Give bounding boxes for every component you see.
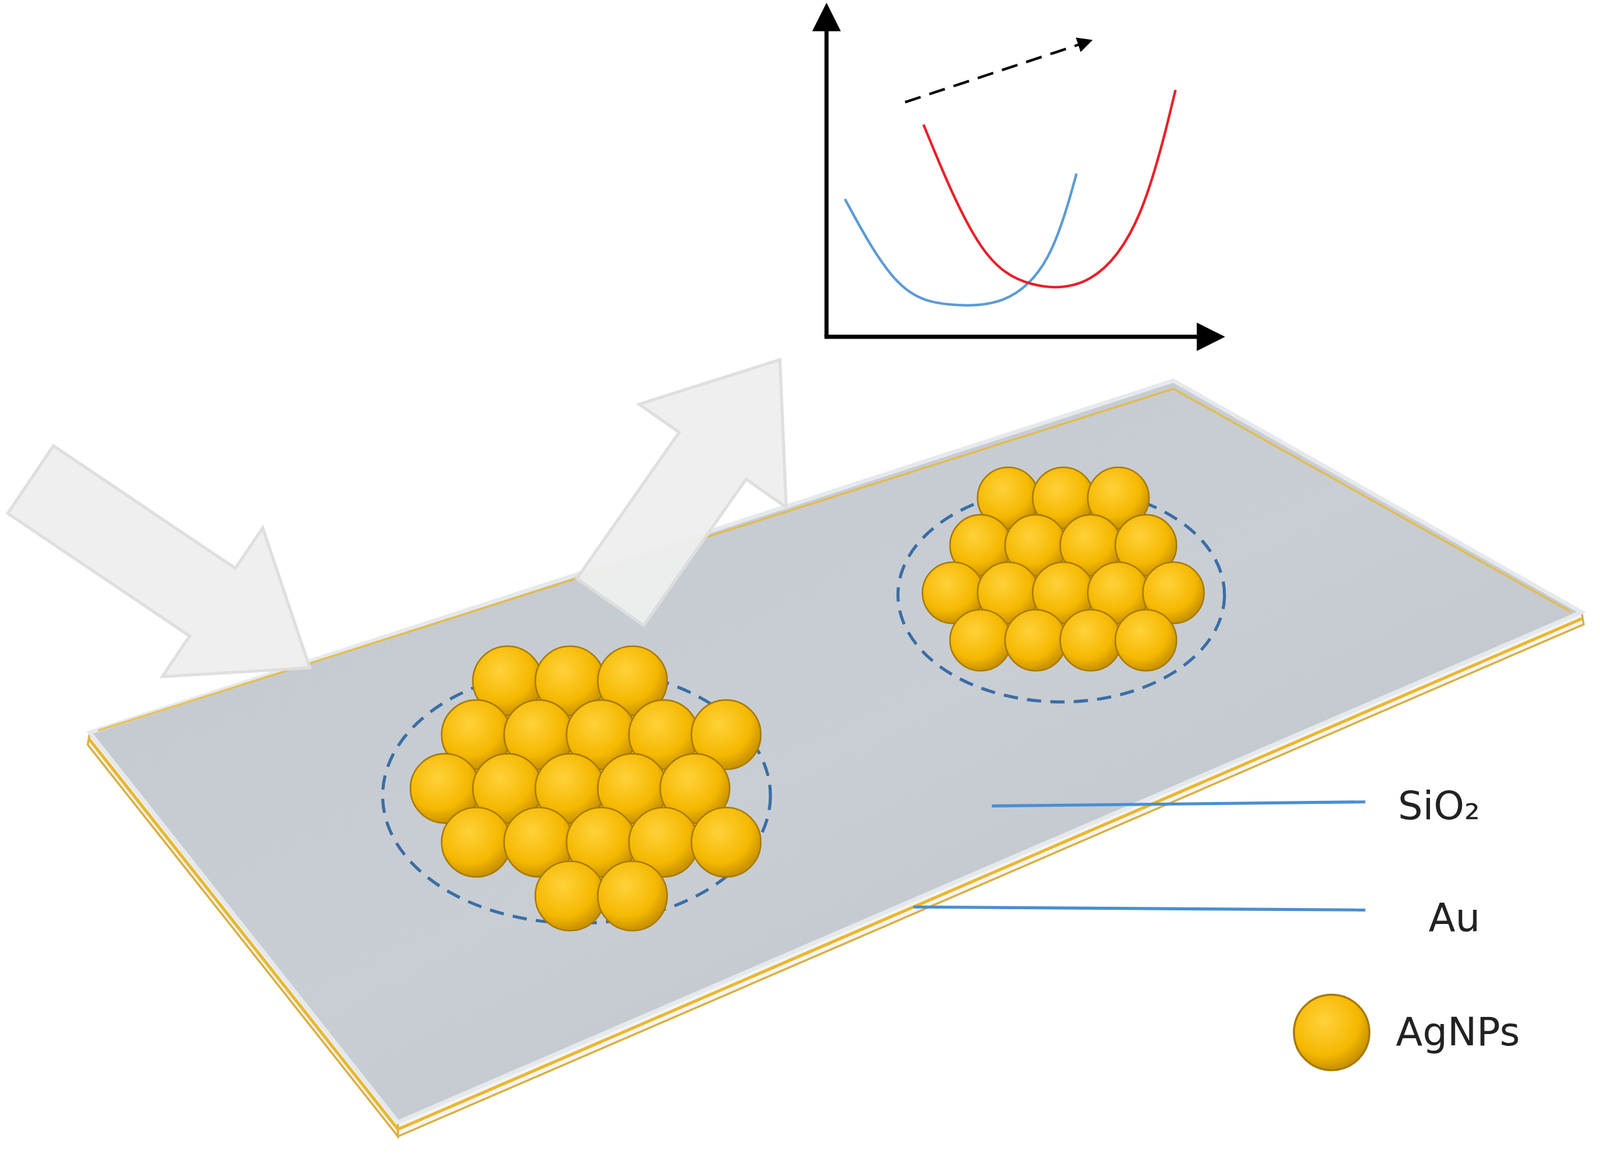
plate-top <box>90 380 1582 1123</box>
plate-rim <box>97 389 1571 731</box>
layer-label: Au <box>1428 894 1481 942</box>
y-axis <box>824 8 829 337</box>
incident-light-arrow <box>0 405 361 742</box>
shift-arrow <box>904 40 1090 102</box>
x-axis <box>824 335 1220 340</box>
layer-label: SiO₂ <box>1398 782 1481 830</box>
leader-line <box>913 907 1365 911</box>
silver-nanoparticle <box>1059 609 1121 671</box>
nanoparticle-cluster <box>897 467 1224 703</box>
silver-nanoparticle <box>441 807 512 877</box>
silver-nanoparticle <box>535 861 605 931</box>
silver-nanoparticle <box>949 609 1011 671</box>
nanoparticle-cluster <box>382 646 771 931</box>
silver-nanoparticle <box>1004 609 1066 671</box>
silver-nanoparticle <box>1115 609 1177 671</box>
reflected-light-arrow <box>536 308 854 654</box>
red-spectrum-curve <box>923 90 1177 288</box>
legend-text: AgNPs <box>1395 1009 1520 1056</box>
silver-nanoparticle <box>597 861 667 931</box>
inset-chart <box>824 8 1220 337</box>
legend-swatch <box>1293 994 1370 1071</box>
substrate <box>87 380 1584 1137</box>
silver-nanoparticle <box>691 807 761 877</box>
leader-line <box>991 802 1366 807</box>
